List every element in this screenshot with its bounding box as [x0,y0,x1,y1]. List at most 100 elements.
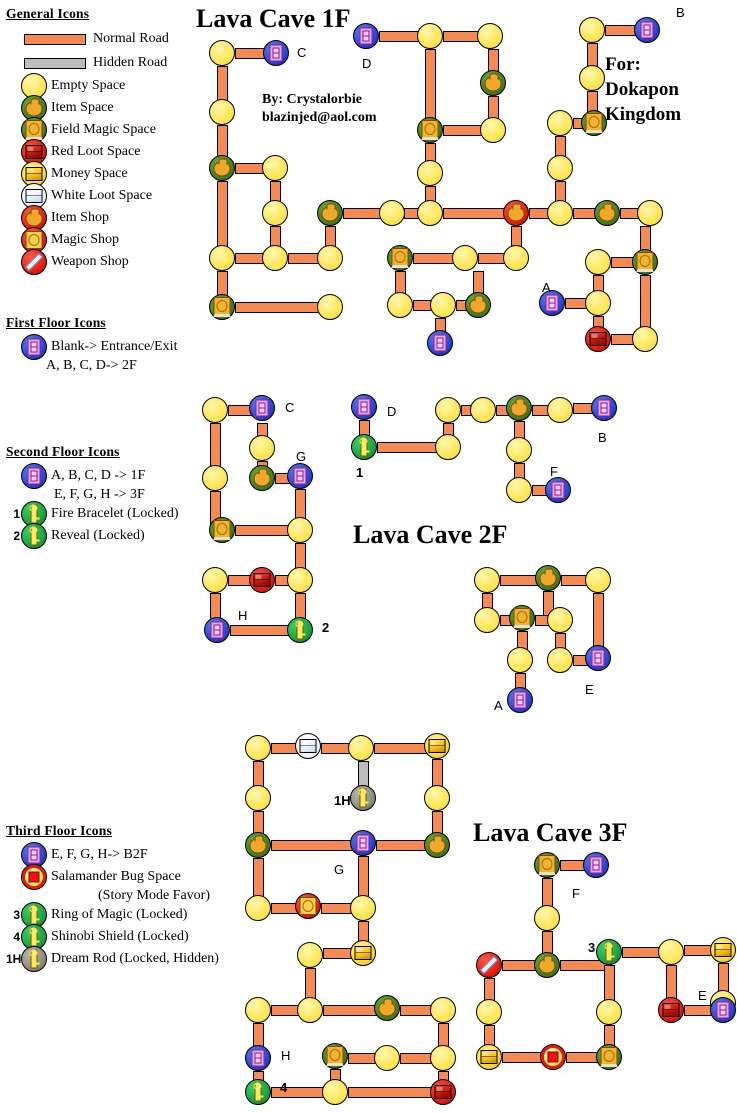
empty-space-icon[interactable] [209,99,235,125]
empty-space-icon[interactable] [547,607,573,633]
empty-space-icon[interactable] [322,1079,348,1105]
stairs-space-icon[interactable] [585,645,611,671]
empty-space-icon[interactable] [547,647,573,673]
item-space-icon[interactable] [424,832,450,858]
empty-space-icon[interactable] [477,23,503,49]
empty-space-icon[interactable] [317,245,343,271]
stairs-space-icon[interactable] [710,997,736,1023]
empty-space-icon[interactable] [476,999,502,1025]
empty-space-icon[interactable] [379,200,405,226]
item-space-icon[interactable] [249,465,275,491]
empty-space-icon[interactable] [430,1045,456,1071]
empty-space-icon[interactable] [202,397,228,423]
empty-space-icon[interactable] [506,437,532,463]
empty-space-icon[interactable] [547,200,573,226]
field-magic-space-icon[interactable] [209,294,235,320]
stairs-space-icon[interactable] [204,617,230,643]
empty-space-icon[interactable] [430,997,456,1023]
empty-space-icon[interactable] [547,155,573,181]
key-space-icon[interactable] [245,1079,271,1105]
empty-space-icon[interactable] [417,23,443,49]
field-magic-space-icon[interactable] [632,249,658,275]
empty-space-icon[interactable] [637,200,663,226]
item-space-icon[interactable] [465,292,491,318]
empty-space-icon[interactable] [297,997,323,1023]
key-space-icon[interactable] [287,617,313,643]
field-magic-space-icon[interactable] [387,245,413,271]
empty-space-icon[interactable] [350,895,376,921]
red-loot-space-icon[interactable] [585,326,611,352]
item-space-icon[interactable] [506,395,532,421]
key-space-icon[interactable] [596,939,622,965]
money-space-icon[interactable] [476,1044,502,1070]
empty-space-icon[interactable] [262,245,288,271]
item-space-icon[interactable] [534,952,560,978]
money-space-icon[interactable] [350,940,376,966]
stairs-space-icon[interactable] [583,852,609,878]
empty-space-icon[interactable] [245,735,271,761]
stairs-space-icon[interactable] [350,830,376,856]
stairs-space-icon[interactable] [539,290,565,316]
empty-space-icon[interactable] [452,245,478,271]
red-loot-space-icon[interactable] [430,1079,456,1105]
field-magic-space-icon[interactable] [534,852,560,878]
stairs-space-icon[interactable] [591,395,617,421]
empty-space-icon[interactable] [474,607,500,633]
empty-space-icon[interactable] [506,477,532,503]
empty-space-icon[interactable] [585,567,611,593]
stairs-space-icon[interactable] [263,40,289,66]
red-loot-space-icon[interactable] [249,567,275,593]
stairs-space-icon[interactable] [507,687,533,713]
field-magic-space-icon[interactable] [581,110,607,136]
empty-space-icon[interactable] [317,294,343,320]
empty-space-icon[interactable] [424,785,450,811]
empty-space-icon[interactable] [503,245,529,271]
empty-space-icon[interactable] [474,567,500,593]
empty-space-icon[interactable] [287,567,313,593]
empty-space-icon[interactable] [348,735,374,761]
empty-space-icon[interactable] [245,997,271,1023]
empty-space-icon[interactable] [262,200,288,226]
empty-space-icon[interactable] [297,942,323,968]
empty-space-icon[interactable] [480,117,506,143]
item-space-icon[interactable] [594,200,620,226]
empty-space-icon[interactable] [585,290,611,316]
empty-space-icon[interactable] [658,939,684,965]
empty-space-icon[interactable] [470,397,496,423]
empty-space-icon[interactable] [547,397,573,423]
stairs-space-icon[interactable] [427,330,453,356]
empty-space-icon[interactable] [435,434,461,460]
empty-space-icon[interactable] [249,435,275,461]
empty-space-icon[interactable] [579,17,605,43]
empty-space-icon[interactable] [245,785,271,811]
item-space-icon[interactable] [374,995,400,1021]
stairs-space-icon[interactable] [249,395,275,421]
field-magic-space-icon[interactable] [509,605,535,631]
empty-space-icon[interactable] [632,326,658,352]
empty-space-icon[interactable] [262,155,288,181]
field-magic-space-icon[interactable] [596,1044,622,1070]
item-space-icon[interactable] [480,70,506,96]
item-space-icon[interactable] [535,565,561,591]
item-shop-icon[interactable] [503,200,529,226]
empty-space-icon[interactable] [579,65,605,91]
weapon-shop-icon[interactable] [476,952,502,978]
empty-space-icon[interactable] [507,647,533,673]
empty-space-icon[interactable] [287,517,313,543]
money-space-icon[interactable] [424,733,450,759]
empty-space-icon[interactable] [387,292,413,318]
red-loot-space-icon[interactable] [658,997,684,1023]
field-magic-space-icon[interactable] [322,1043,348,1069]
stairs-space-icon[interactable] [287,463,313,489]
stairs-space-icon[interactable] [351,394,377,420]
empty-space-icon[interactable] [417,160,443,186]
magic-shop-icon[interactable] [295,893,321,919]
empty-space-icon[interactable] [585,249,611,275]
white-loot-space-icon[interactable] [295,733,321,759]
field-magic-space-icon[interactable] [209,517,235,543]
empty-space-icon[interactable] [374,1045,400,1071]
money-space-icon[interactable] [710,937,736,963]
stairs-space-icon[interactable] [245,1045,271,1071]
empty-space-icon[interactable] [547,110,573,136]
stairs-space-icon[interactable] [545,477,571,503]
